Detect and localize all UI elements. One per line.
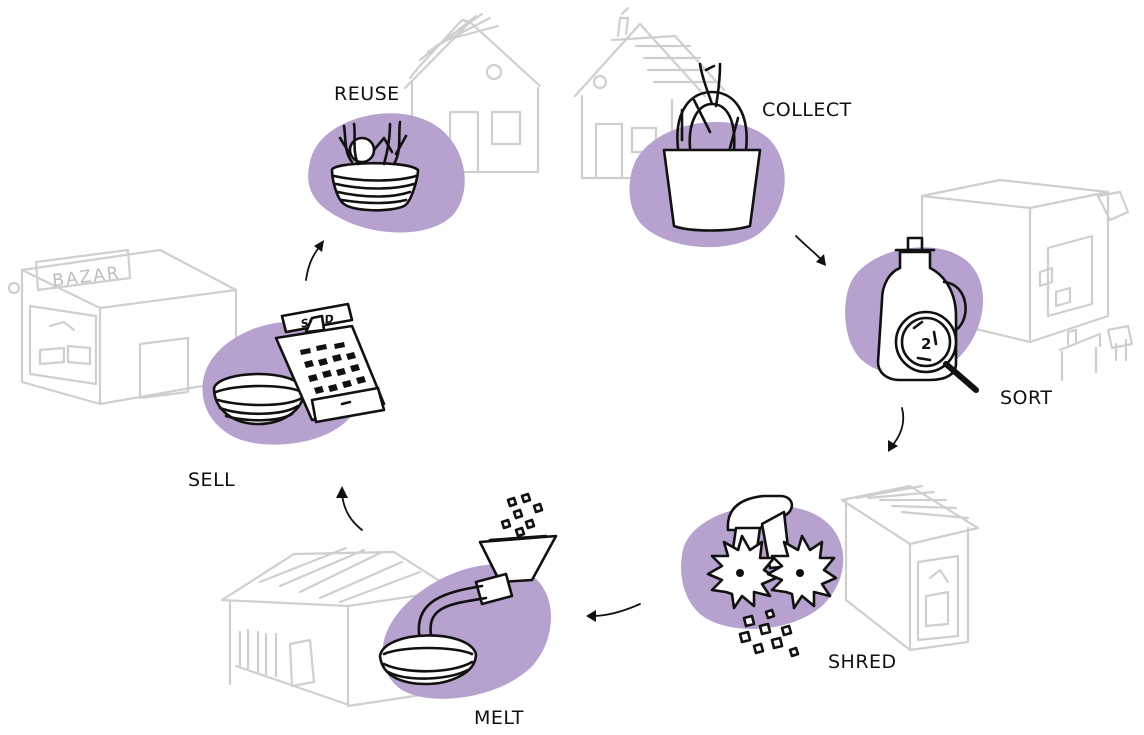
shredder-icon <box>706 494 838 658</box>
melting-hopper-icon <box>378 492 558 686</box>
bazar-sign-text: BAZAR <box>51 263 121 291</box>
sell-label: SELL <box>188 469 235 491</box>
arrow-collect-to-sort <box>795 235 826 266</box>
shred-label: SHRED <box>828 651 897 673</box>
arrow-melt-to-sell <box>336 486 363 531</box>
recycling-code-text: 2 <box>921 335 931 353</box>
shredding-shed-illustration <box>840 484 980 652</box>
reuse-label: REUSE <box>334 83 400 105</box>
arrow-shred-to-melt <box>586 603 641 622</box>
basket-hands-icon <box>330 120 420 212</box>
arrow-sort-to-shred <box>888 407 905 452</box>
bazar-shop-illustration: BAZAR <box>7 248 238 406</box>
cash-register-icon: SOLD <box>212 302 386 426</box>
sort-label: SORT <box>1000 387 1052 409</box>
bottle-magnifier-icon: 2 <box>876 236 979 393</box>
arrow-sell-to-reuse <box>305 240 324 281</box>
melt-label: MELT <box>474 707 524 729</box>
collect-label: COLLECT <box>762 99 852 121</box>
sorting-shed-illustration <box>920 178 1134 382</box>
tote-bag-icon <box>662 62 762 232</box>
